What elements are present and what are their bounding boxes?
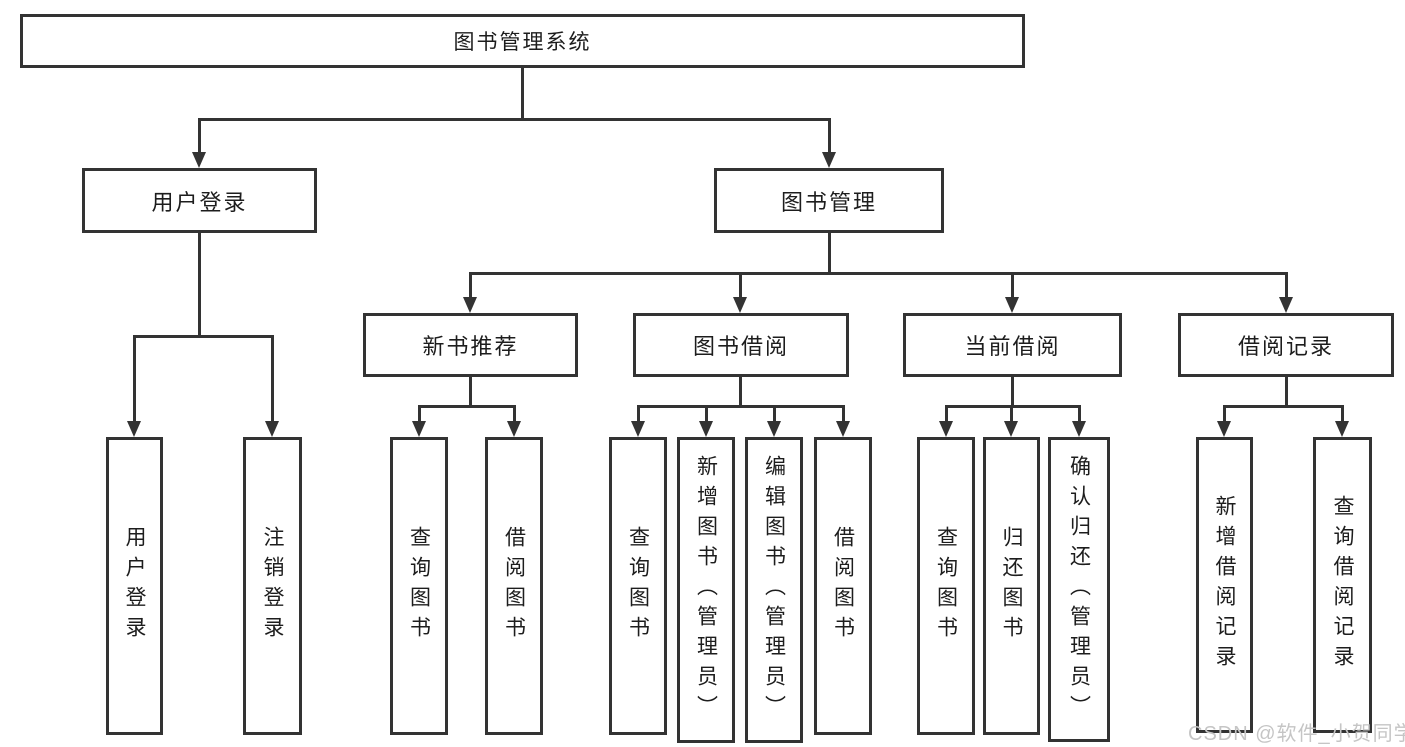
- node-label: 新增借阅记录: [1213, 495, 1236, 675]
- node-label: 用户登录: [151, 189, 248, 215]
- connector-vline: [842, 405, 845, 423]
- connector-vline: [513, 405, 516, 423]
- arrow-down-icon: [1335, 421, 1349, 437]
- arrow-down-icon: [127, 421, 141, 437]
- node-book-management: 图书管理: [714, 168, 944, 233]
- connector-vline: [418, 405, 421, 423]
- arrow-down-icon: [1217, 421, 1231, 437]
- arrow-down-icon: [767, 421, 781, 437]
- connector-vline: [469, 272, 472, 299]
- node-label: 图书管理系统: [453, 31, 592, 54]
- arrow-down-icon: [631, 421, 645, 437]
- arrow-down-icon: [699, 421, 713, 437]
- node-new-book-recommend: 新书推荐: [363, 313, 578, 377]
- node-label: 当前借阅: [964, 334, 1061, 359]
- node-label: 归还图书: [1000, 526, 1023, 646]
- connector-vline: [637, 405, 640, 423]
- node-book-borrowing: 图书借阅: [633, 313, 849, 377]
- connector-vline: [1011, 272, 1014, 299]
- arrow-down-icon: [507, 421, 521, 437]
- node-label: 图书借阅: [692, 334, 789, 359]
- connector-vline: [133, 335, 136, 423]
- leaf-add-borrow-record: 新增借阅记录: [1196, 437, 1253, 733]
- node-user-login: 用户登录: [82, 168, 317, 233]
- connector-hline: [637, 405, 845, 408]
- node-label: 用户登录: [123, 526, 146, 646]
- connector-hline: [198, 118, 831, 121]
- connector-vline: [773, 405, 776, 423]
- connector-vline: [1010, 405, 1013, 423]
- leaf-borrow-books-recommend: 借阅图书: [485, 437, 543, 735]
- node-label: 查询借阅记录: [1331, 495, 1354, 675]
- arrow-down-icon: [1279, 297, 1293, 313]
- node-label: 查询图书: [626, 526, 650, 646]
- node-label: 查询图书: [934, 526, 958, 646]
- node-label: 借阅记录: [1237, 334, 1334, 359]
- connector-vline: [198, 233, 201, 335]
- arrow-down-icon: [822, 152, 836, 168]
- connector-vline: [739, 377, 742, 405]
- leaf-user-login: 用户登录: [106, 437, 163, 735]
- connector-vline: [1011, 377, 1014, 405]
- leaf-query-books-recommend: 查询图书: [390, 437, 448, 735]
- connector-vline: [1223, 405, 1226, 423]
- connector-vline: [469, 377, 472, 405]
- connector-vline: [945, 405, 948, 423]
- connector-vline: [1285, 377, 1288, 405]
- connector-vline: [1078, 405, 1081, 423]
- arrow-down-icon: [412, 421, 426, 437]
- leaf-query-borrow-record: 查询借阅记录: [1313, 437, 1372, 733]
- node-library-system: 图书管理系统: [20, 14, 1025, 68]
- node-borrowing-records: 借阅记录: [1178, 313, 1394, 377]
- node-label: 新增图书（管理员）: [694, 455, 718, 725]
- arrow-down-icon: [836, 421, 850, 437]
- connector-hline: [133, 335, 274, 338]
- arrow-down-icon: [733, 297, 747, 313]
- arrow-down-icon: [1072, 421, 1086, 437]
- leaf-query-books-current: 查询图书: [917, 437, 975, 735]
- connector-hline: [418, 405, 516, 408]
- node-label: 新书推荐: [422, 334, 519, 359]
- node-label: 编辑图书（管理员）: [762, 455, 786, 725]
- arrow-down-icon: [939, 421, 953, 437]
- leaf-confirm-return-admin: 确认归还（管理员）: [1048, 437, 1110, 742]
- leaf-edit-books-admin: 编辑图书（管理员）: [745, 437, 803, 743]
- connector-vline: [198, 118, 201, 154]
- arrow-down-icon: [1005, 297, 1019, 313]
- connector-vline: [828, 118, 831, 154]
- leaf-borrow-books: 借阅图书: [814, 437, 872, 735]
- csdn-watermark: CSDN @软件_小贺同学: [1188, 723, 1405, 745]
- node-label: 借阅图书: [831, 526, 855, 646]
- leaf-add-books-admin: 新增图书（管理员）: [677, 437, 735, 743]
- node-label: 图书管理: [780, 189, 877, 215]
- node-label: 借阅图书: [502, 526, 526, 646]
- connector-vline: [739, 272, 742, 299]
- leaf-query-books-borrowing: 查询图书: [609, 437, 667, 735]
- connector-vline: [1285, 272, 1288, 299]
- node-label: 注销登录: [261, 526, 284, 646]
- leaf-return-books: 归还图书: [983, 437, 1040, 735]
- connector-hline: [469, 272, 1288, 275]
- connector-vline: [271, 335, 274, 423]
- connector-vline: [705, 405, 708, 423]
- node-current-borrowing: 当前借阅: [903, 313, 1122, 377]
- connector-vline: [828, 233, 831, 272]
- arrow-down-icon: [192, 152, 206, 168]
- arrow-down-icon: [265, 421, 279, 437]
- connector-hline: [945, 405, 1081, 408]
- connector-vline: [521, 68, 524, 118]
- arrow-down-icon: [1004, 421, 1018, 437]
- leaf-logout: 注销登录: [243, 437, 302, 735]
- connector-vline: [1341, 405, 1344, 423]
- node-label: 确认归还（管理员）: [1067, 454, 1091, 725]
- node-label: 查询图书: [407, 526, 431, 646]
- arrow-down-icon: [463, 297, 477, 313]
- connector-hline: [1223, 405, 1344, 408]
